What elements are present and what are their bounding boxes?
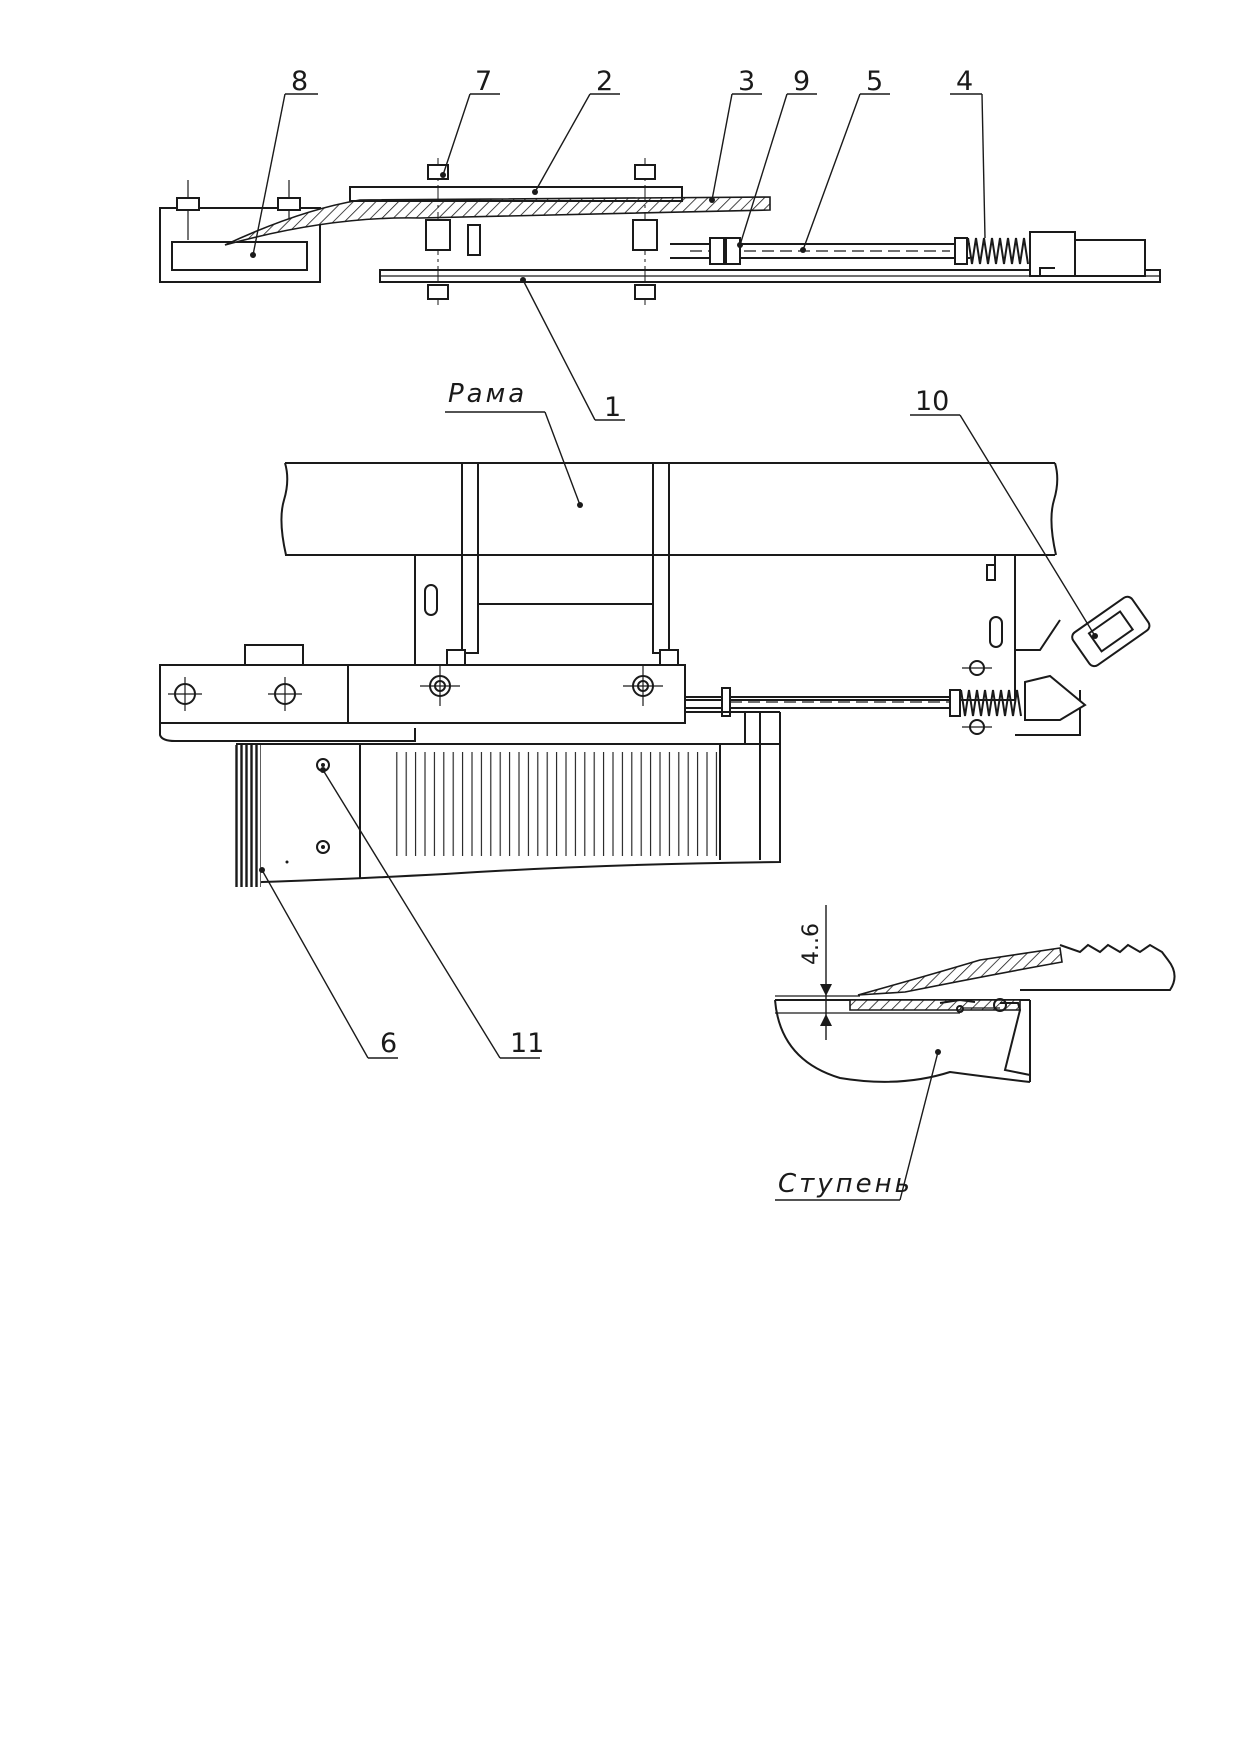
leader-2 [532, 93, 620, 195]
label-1: 1 [604, 392, 621, 423]
bolt-plan-2 [268, 677, 302, 711]
bracket-bolt-right [277, 180, 301, 220]
label-9: 9 [793, 66, 810, 97]
top-view-assembly [159, 158, 1161, 305]
leader-7 [440, 93, 500, 178]
leader-step [775, 1049, 941, 1201]
leader-3 [709, 93, 762, 203]
label-4: 4 [956, 66, 973, 97]
leader-1 [520, 277, 625, 421]
spring-top [954, 237, 1029, 265]
label-step: Ступень [778, 1169, 913, 1199]
leader-10 [910, 414, 1098, 639]
detail-view [774, 905, 1176, 1083]
gap-dimension-label: 4..6 [799, 923, 824, 965]
leader-4 [950, 93, 986, 239]
bolt-plan-4 [623, 666, 663, 706]
leader-6 [259, 867, 398, 1059]
leader-11 [320, 767, 540, 1059]
label-frame: Рама [448, 379, 527, 409]
stud-right [632, 158, 658, 305]
label-6: 6 [380, 1028, 397, 1059]
stud-left [425, 158, 481, 305]
label-5: 5 [866, 66, 883, 97]
label-11: 11 [510, 1028, 544, 1059]
label-8: 8 [291, 66, 308, 97]
leader-8 [250, 93, 318, 258]
label-2: 2 [596, 66, 613, 97]
leader-9 [737, 93, 817, 248]
label-10: 10 [915, 386, 949, 417]
bracket-bolt-left [176, 180, 200, 240]
label-7: 7 [475, 66, 492, 97]
bolt-plan-1 [168, 677, 202, 711]
label-3: 3 [738, 66, 755, 97]
plan-view-assembly [159, 462, 1151, 887]
leader-frame [445, 411, 583, 508]
leader-5 [800, 93, 890, 253]
limit-switch [1071, 595, 1151, 668]
bolt-plan-3 [420, 666, 460, 706]
